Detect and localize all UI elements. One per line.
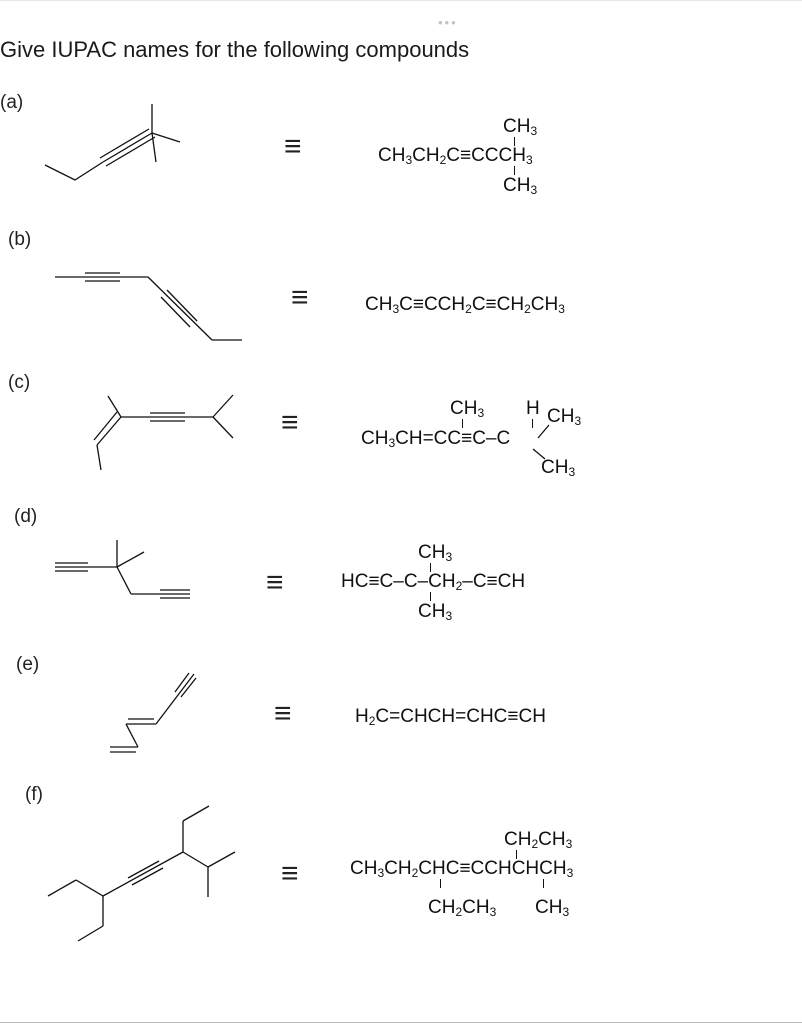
formula-c-top3: CH3 xyxy=(547,406,582,428)
top-border xyxy=(0,0,802,1)
bottom-border xyxy=(0,1022,802,1023)
formula-d-top: CH3 xyxy=(418,542,453,564)
equivalence-symbol-a: ≡ xyxy=(284,130,302,163)
bond-line xyxy=(514,137,515,146)
bond-line xyxy=(430,563,431,572)
question-title: Give IUPAC names for the following compo… xyxy=(0,37,470,62)
formula-f-bottom1: CH2CH3 xyxy=(428,897,497,919)
part-label-b: (b) xyxy=(8,229,32,250)
formula-b-main: CH3C≡CCH2C≡CH2CH3 xyxy=(365,294,565,316)
equivalence-symbol-d: ≡ xyxy=(266,566,284,599)
formula-d-main: HC≡C–C–CH2–C≡CH xyxy=(341,571,526,593)
formula-d-bottom: CH3 xyxy=(418,601,453,623)
formula-e-main: H2C=CHCH=CHC≡CH xyxy=(355,706,546,728)
formula-f-top: CH2CH3 xyxy=(504,829,573,851)
bond-line xyxy=(462,419,463,428)
equivalence-symbol-b: ≡ xyxy=(291,281,309,314)
part-label-d: (d) xyxy=(14,506,38,527)
more-options-icon[interactable]: ••• xyxy=(438,15,458,30)
formula-c-top2: H xyxy=(526,398,540,419)
bond-line xyxy=(430,592,431,601)
part-label-f: (f) xyxy=(25,784,43,805)
formula-c-main: CH3CH=CC≡C–C xyxy=(361,428,511,450)
equivalence-symbol-c: ≡ xyxy=(281,406,299,439)
equivalence-symbol-f: ≡ xyxy=(281,857,299,890)
bond-line xyxy=(543,879,544,888)
part-label-a: (a) xyxy=(0,92,24,113)
formula-a-main: CH3CH2C≡CCCH3 xyxy=(378,145,533,167)
bond-line xyxy=(532,419,533,428)
part-label-c: (c) xyxy=(8,372,31,393)
formula-f-bottom2: CH3 xyxy=(535,897,570,919)
equivalence-symbol-e: ≡ xyxy=(274,697,292,730)
formula-c-top1: CH3 xyxy=(450,398,485,420)
formula-c-bottom: CH3 xyxy=(541,457,576,479)
formula-f-main: CH3CH2CHC≡CCHCHCH3 xyxy=(350,858,574,880)
bond-line xyxy=(514,166,515,175)
bond-line xyxy=(516,850,517,859)
bond-line xyxy=(440,879,441,888)
part-label-e: (e) xyxy=(16,654,40,675)
formula-a-top: CH3 xyxy=(503,116,538,138)
formula-a-bottom: CH3 xyxy=(503,175,538,197)
